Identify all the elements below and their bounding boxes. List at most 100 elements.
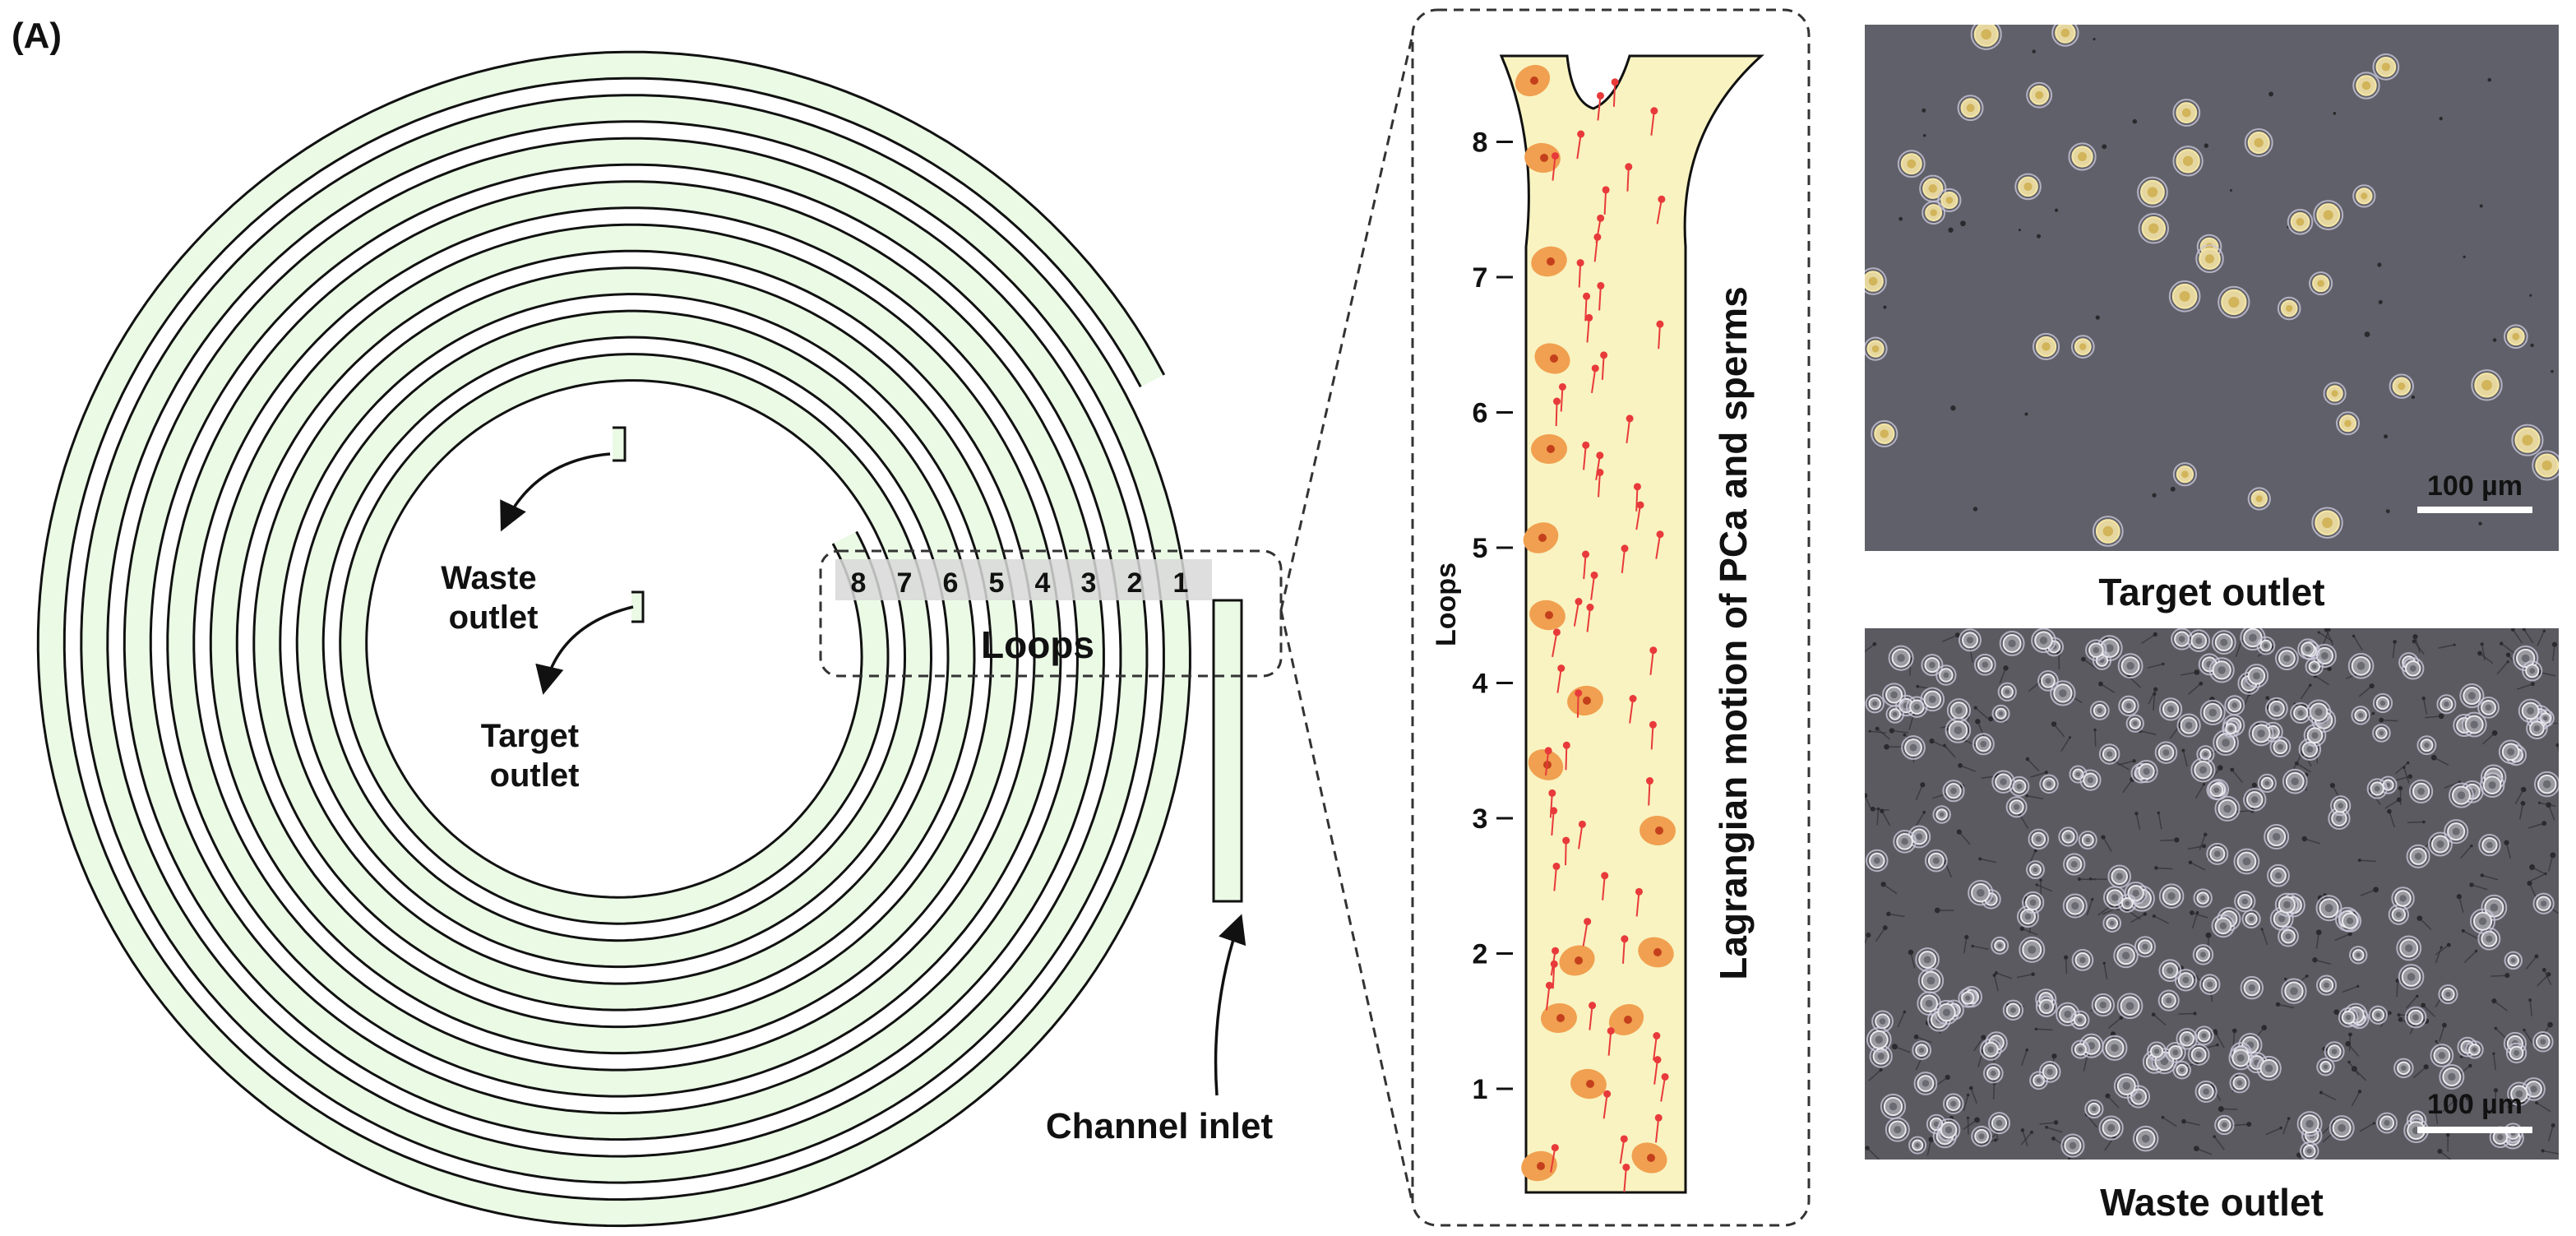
zoom-tick-6: 6 — [1473, 398, 1488, 429]
micrograph-cell — [2158, 959, 2182, 983]
sperm-tail — [2389, 811, 2395, 827]
micrograph-cell — [2214, 795, 2241, 822]
sperm-tail — [2403, 767, 2410, 784]
sperm-tail — [2547, 804, 2555, 821]
micrograph-cell — [2244, 128, 2273, 158]
sperm-cell — [1562, 741, 1570, 771]
debris-particle — [2054, 208, 2059, 212]
sperm-tail — [2433, 757, 2449, 766]
micrograph-cell — [2396, 935, 2422, 961]
sperm-tail — [1883, 883, 1898, 895]
sperm-tail — [2381, 719, 2398, 722]
cancer-cell — [1570, 1068, 1607, 1099]
zoom-connector-top — [1279, 34, 1414, 611]
sperm-cell — [1575, 689, 1583, 718]
micrograph-cell — [2478, 833, 2501, 857]
cancer-cell — [1559, 945, 1595, 976]
sperm-tail — [1888, 913, 1905, 918]
micrograph-cell — [2324, 1041, 2345, 1062]
sperm-cell — [1649, 646, 1658, 675]
micrograph-cell — [1865, 693, 1885, 714]
micrograph-cell — [2309, 271, 2333, 296]
micrograph-cell — [1958, 628, 1982, 652]
sperm-cell — [1593, 233, 1602, 262]
debris-particle — [1891, 1044, 1898, 1050]
cancer-cell — [1639, 815, 1676, 846]
micrograph-cell — [1901, 735, 1926, 760]
micrograph-cell — [1893, 830, 1917, 854]
loop-number-7: 7 — [897, 567, 913, 599]
micrograph-cell — [2351, 706, 2370, 725]
spiral-inner-wall — [62, 76, 1165, 1201]
debris-particle — [2385, 509, 2390, 514]
sperm-tail — [2322, 1130, 2336, 1143]
sperm-tail — [2358, 685, 2373, 697]
micrograph-cell — [2038, 1061, 2061, 1083]
channel-inlet-label: Channel inlet — [1046, 1106, 1274, 1146]
sperm-tail — [2157, 812, 2162, 830]
sperm-tail — [2182, 750, 2188, 767]
sperm-tail — [2322, 629, 2330, 646]
sperm-tail — [2360, 889, 2376, 896]
micrograph-cell — [2172, 99, 2201, 127]
debris-particle — [2520, 800, 2526, 806]
sperm-cell — [1596, 91, 1604, 121]
sperm-tail — [2490, 974, 2508, 977]
cancer-cell — [1515, 64, 1551, 97]
debris-particle — [2480, 642, 2484, 646]
micrograph-cell — [2313, 200, 2344, 230]
micrograph-cell — [2274, 646, 2299, 671]
sperm-tail — [2021, 1049, 2028, 1066]
sperm-tail — [2107, 1016, 2122, 1029]
micrograph-cell — [2243, 788, 2267, 812]
sperm-tail — [2442, 1099, 2456, 1113]
micrograph-cell — [2296, 1111, 2323, 1137]
cancer-cell — [1534, 343, 1570, 374]
micrograph-cell — [2070, 1039, 2090, 1059]
waste-micrograph-caption: Waste outlet — [2100, 1181, 2324, 1224]
debris-particle — [1908, 949, 1914, 956]
micrograph-cell — [2211, 914, 2236, 938]
micrograph-cell — [2352, 184, 2376, 208]
sperm-cell — [1602, 1090, 1612, 1119]
micrograph-cell — [2349, 946, 2368, 965]
micrograph-cell — [2172, 146, 2204, 177]
debris-particle — [2268, 91, 2274, 97]
micrograph-cell — [2035, 995, 2058, 1018]
micrograph-cell — [1885, 1117, 1910, 1142]
micrograph-cell — [2172, 1060, 2191, 1080]
sperm-tail — [2518, 803, 2524, 820]
micrograph-cell — [2305, 657, 2324, 676]
micrograph-cell — [2290, 702, 2312, 724]
sperm-tail — [1915, 1054, 1924, 1071]
debris-particle — [2492, 338, 2497, 342]
debris-particle — [2088, 877, 2093, 881]
sperm-tail — [1891, 729, 1908, 734]
sperm-tail — [2178, 1012, 2195, 1015]
micrograph-cell — [2058, 826, 2079, 847]
debris-particle — [1883, 305, 1887, 309]
sperm-tail — [1942, 634, 1959, 642]
micrograph-cell — [2192, 944, 2214, 965]
zoom-tick-2: 2 — [1473, 939, 1488, 970]
micrograph-cell — [1987, 1112, 2011, 1135]
sperm-tail — [2036, 884, 2053, 892]
sperm-tail — [2201, 1044, 2218, 1050]
sperm-tail — [2148, 688, 2157, 705]
micrograph-cell — [2398, 964, 2425, 990]
micrograph-cell — [2031, 628, 2056, 654]
sperm-tail — [2086, 1114, 2098, 1128]
debris-particle — [2018, 229, 2021, 232]
target-scale-bar — [2417, 507, 2532, 513]
sperm-tail — [2086, 899, 2093, 915]
debris-particle — [2465, 1095, 2471, 1100]
micrograph-cell — [1935, 664, 1957, 686]
sperm-cell — [1582, 441, 1590, 470]
zoom-tick-1: 1 — [1473, 1074, 1488, 1105]
sperm-cell — [1573, 598, 1583, 627]
micrograph-cell — [2102, 1035, 2128, 1061]
micrograph-cell — [2248, 720, 2274, 747]
sperm-tail — [2022, 1130, 2028, 1146]
debris-particle — [1898, 216, 1903, 221]
